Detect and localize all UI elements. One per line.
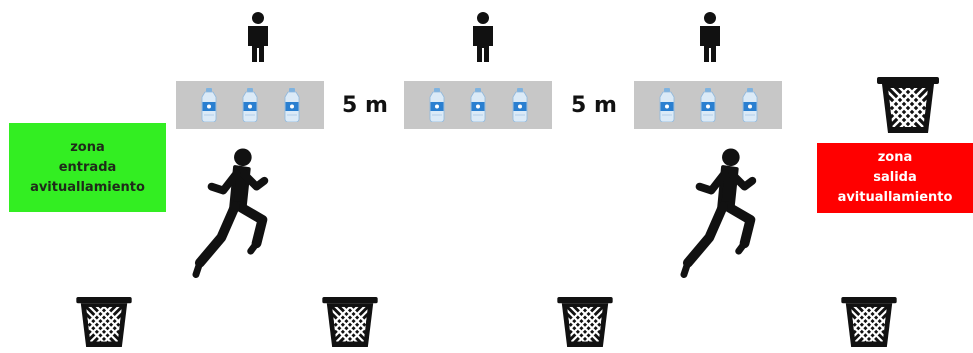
runner-icon bbox=[192, 147, 280, 280]
bottle-table bbox=[404, 81, 552, 129]
volunteer-icon bbox=[245, 12, 271, 62]
entry-zone-line: avituallamiento bbox=[30, 178, 145, 198]
bottle-table bbox=[176, 81, 324, 129]
entry-zone-line: zona bbox=[70, 138, 105, 158]
entry-zone-box: zona entrada avituallamiento bbox=[9, 123, 166, 212]
exit-zone-line: avituallamiento bbox=[838, 188, 953, 208]
exit-zone-line: zona bbox=[878, 148, 913, 168]
runner-icon bbox=[680, 147, 768, 280]
water-bottle-icon bbox=[200, 88, 218, 122]
water-bottle-icon bbox=[469, 88, 487, 122]
water-bottle-icon bbox=[699, 88, 717, 122]
water-bottle-icon bbox=[241, 88, 259, 122]
water-bottle-icon bbox=[283, 88, 301, 122]
entry-zone-line: entrada bbox=[59, 158, 117, 178]
bottle-table bbox=[634, 81, 782, 129]
volunteer-icon bbox=[470, 12, 496, 62]
trash-bin-icon bbox=[838, 297, 900, 353]
water-bottle-icon bbox=[511, 88, 529, 122]
volunteer-icon bbox=[697, 12, 723, 62]
distance-label: 5 m bbox=[342, 95, 388, 117]
water-bottle-icon bbox=[658, 88, 676, 122]
trash-bin-icon bbox=[73, 297, 135, 353]
trash-bin-icon bbox=[877, 77, 939, 133]
exit-zone-line: salida bbox=[873, 168, 917, 188]
trash-bin-icon bbox=[554, 297, 616, 353]
distance-label: 5 m bbox=[571, 95, 617, 117]
exit-zone-box: zona salida avituallamiento bbox=[817, 143, 973, 213]
water-bottle-icon bbox=[428, 88, 446, 122]
trash-bin-icon bbox=[319, 297, 381, 353]
water-bottle-icon bbox=[741, 88, 759, 122]
